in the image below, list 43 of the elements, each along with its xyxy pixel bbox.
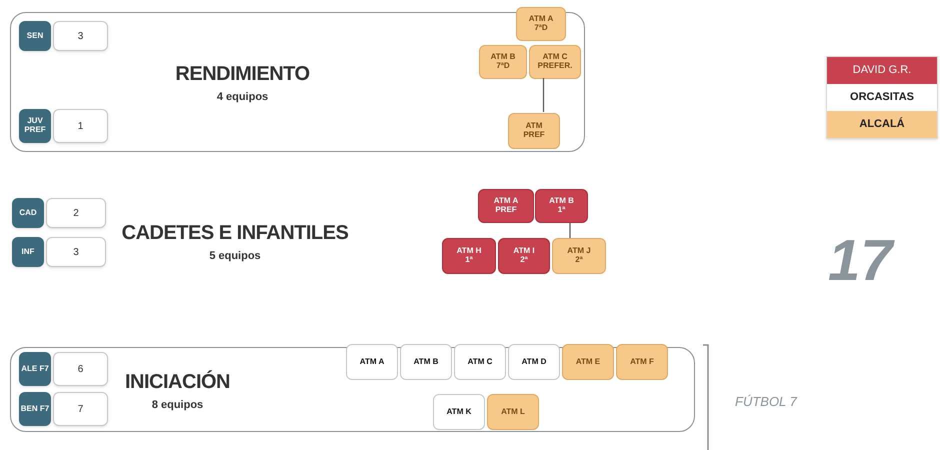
- team-box: ATM B 1ª: [535, 189, 588, 223]
- legend-row: ALCALÁ: [827, 111, 937, 138]
- legend-row: ORCASITAS: [827, 84, 937, 111]
- team-count-box: 3: [53, 21, 108, 51]
- team-box: ATM D: [508, 344, 560, 380]
- team-box: ATM E: [562, 344, 614, 380]
- team-count-box: 3: [46, 237, 106, 267]
- section-title: RENDIMIENTO: [175, 62, 310, 87]
- team-box: ATM K: [433, 394, 485, 430]
- team-box: ATM A: [346, 344, 398, 380]
- format-label: FÚTBOL 7: [735, 393, 797, 411]
- category-panel: [10, 347, 695, 432]
- category-tag: SEN: [19, 21, 51, 51]
- team-count-box: 2: [46, 198, 106, 228]
- team-count-box: 6: [53, 352, 108, 386]
- team-box: ATM C: [454, 344, 506, 380]
- category-tag: CAD: [12, 198, 44, 228]
- team-box: ATM PREF: [508, 113, 560, 149]
- team-count-text: 4 equipos: [216, 90, 268, 105]
- team-box: ATM B 7ªD: [479, 45, 527, 79]
- team-box: ATM I 2ª: [498, 238, 550, 274]
- team-count-box: 7: [53, 392, 108, 426]
- connector-line: [542, 78, 544, 112]
- team-count-box: 1: [53, 109, 108, 143]
- section-title: INICIACIÓN: [125, 369, 230, 394]
- team-box: ATM L: [487, 394, 539, 430]
- category-tag: JUV PREF: [19, 109, 51, 143]
- legend-row: DAVID G.R.: [827, 57, 937, 84]
- section-title: CADETES E INFANTILES: [122, 221, 348, 246]
- category-tag: INF: [12, 237, 44, 267]
- team-box: ATM F: [616, 344, 668, 380]
- category-tag: BEN F7: [19, 392, 51, 426]
- team-box: ATM H 1ª: [442, 238, 496, 274]
- team-box: ATM B: [400, 344, 452, 380]
- category-tag: ALE F7: [19, 352, 51, 386]
- team-count-text: 8 equipos: [152, 397, 204, 412]
- team-box: ATM J 2ª: [552, 238, 606, 274]
- team-count-text: 5 equipos: [209, 249, 261, 264]
- connector-line: [569, 223, 571, 238]
- big-number: 17: [828, 232, 893, 290]
- team-box: ATM A 7ªD: [516, 7, 566, 41]
- team-box: ATM A PREF: [478, 189, 534, 223]
- team-box: ATM C PREFER.: [529, 45, 581, 79]
